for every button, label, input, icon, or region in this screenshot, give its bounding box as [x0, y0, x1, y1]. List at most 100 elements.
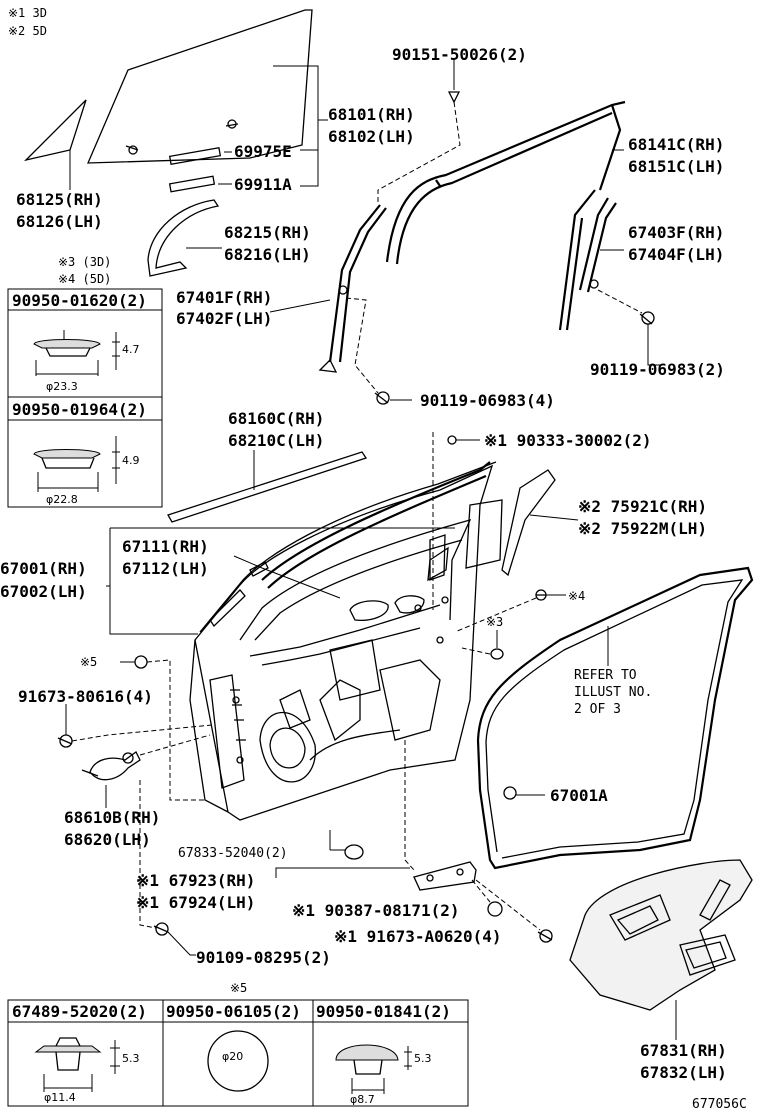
label-67401f: 67401F(RH): [176, 288, 272, 307]
refer-line-2: ILLUST NO.: [574, 685, 652, 700]
leader-bolt-rear: [597, 289, 643, 314]
label-90151: 90151-50026(2): [392, 45, 527, 64]
label-68160c: 68160C(RH): [228, 409, 324, 428]
label-68151c: 68151C(LH): [628, 157, 724, 176]
label-67112: 67112(LH): [122, 559, 209, 578]
pillar-garnish-75921c: [501, 469, 556, 577]
label-67833: 67833-52040(2): [178, 846, 288, 861]
refer-line-3: 2 OF 3: [574, 702, 621, 717]
label-68141c: 68141C(RH): [628, 135, 724, 154]
hinge-67923: [413, 861, 477, 891]
label-67002: 67002(LH): [0, 582, 87, 601]
leader-bolt-front: [345, 297, 379, 394]
channel-bolt-hole-rear: [589, 279, 599, 289]
frame-pillar-inner: [429, 534, 446, 581]
inset-b2-dia: φ20: [222, 1050, 243, 1063]
note-4-5d: ※4 (5D): [58, 272, 111, 286]
washer-90387: [487, 901, 503, 917]
leader-clip-s4: [454, 597, 537, 633]
inset-clip1-height: 4.7: [122, 343, 140, 356]
front-lower-channel: [147, 199, 220, 277]
clip-90333: [447, 435, 457, 445]
inset-b1-dia: φ11.4: [44, 1091, 76, 1104]
leader-67001: [109, 527, 455, 635]
rear-division-bar-67403f: [578, 197, 617, 293]
label-67001a: 67001A: [550, 786, 608, 805]
label-90387: ※1 90387-08171(2): [292, 901, 460, 920]
front-door-panel: [189, 461, 497, 821]
label-67831: 67831(RH): [640, 1041, 727, 1060]
inset-clip-90950-01620: [7, 288, 163, 398]
service-hole-cover: [569, 859, 753, 1011]
label-69911a: 69911A: [234, 175, 292, 194]
leader-90151: [377, 101, 461, 205]
inset-clip2-title: 90950-01964(2): [12, 400, 147, 419]
label-91673-80616: 91673-80616(4): [18, 687, 153, 706]
rear-run-channel: [558, 189, 596, 331]
clip-s3: [490, 648, 504, 660]
leader-75921c: [529, 514, 579, 521]
leader-bolt-90109: [139, 780, 157, 929]
label-68210c: 68210C(LH): [228, 431, 324, 450]
note-3d: ※1 3D: [8, 6, 47, 20]
inset-b3-title: 90950-01841(2): [316, 1002, 451, 1021]
inset-bottom-row: [7, 999, 469, 1107]
label-68620: 68620(LH): [64, 830, 151, 849]
bolt-90109: [153, 922, 169, 936]
inset-clip1-dia: φ23.3: [46, 380, 78, 393]
frame-end-piece: [209, 589, 246, 628]
illustration-code: 677056C: [692, 1097, 747, 1112]
label-s3: ※3: [486, 615, 503, 629]
inset-b3-height: 5.3: [414, 1052, 432, 1065]
label-68215: 68215(RH): [224, 223, 311, 242]
channel-bolt-hole: [338, 285, 348, 295]
label-68102: 68102(LH): [328, 127, 415, 146]
inset-clip-90950-01964: [7, 396, 163, 508]
hinge-hole-2: [456, 868, 464, 876]
leader-clip-s5: [146, 659, 205, 801]
leader-68101: [273, 65, 328, 187]
label-67924: ※1 67924(LH): [136, 893, 255, 912]
leader-clip-s3-dash: [461, 647, 491, 655]
label-90333: ※1 90333-30002(2): [484, 431, 652, 450]
belt-moulding-68160c: [167, 451, 368, 523]
inset-b1-title: 67489-52020(2): [12, 1002, 147, 1021]
note-5d: ※2 5D: [8, 24, 47, 38]
leader-90387: [471, 879, 491, 903]
glass-channel-69975e: [168, 146, 222, 166]
channel-bracket: [318, 358, 338, 373]
leader-67401f: [269, 299, 331, 313]
label-69975e: 69975E: [234, 142, 292, 161]
label-67404f: 67404F(LH): [628, 245, 724, 264]
label-68125: 68125(RH): [16, 190, 103, 209]
leader-67923: [275, 867, 410, 878]
leader-channels: [218, 151, 232, 185]
label-67402f: 67402F(LH): [176, 309, 272, 328]
bolt-90119-rear: [639, 311, 655, 325]
frame-pillar: [465, 499, 503, 569]
frame-clip: [249, 561, 269, 577]
label-67923: ※1 67923(RH): [136, 871, 255, 890]
leader-hinge-dash: [404, 740, 415, 871]
glass-run-channel: [385, 100, 626, 265]
bolt-91673-a0620: [537, 929, 553, 943]
clip-s4: [535, 589, 547, 601]
leader-bolt-a0620: [475, 879, 541, 931]
front-run-channel-67401f: [328, 204, 387, 363]
clip-s5: [134, 655, 148, 669]
inset-b3-dia: φ8.7: [350, 1093, 375, 1106]
label-75921c: ※2 75921C(RH): [578, 497, 707, 516]
leader-bolt-91673: [71, 724, 213, 742]
frame-moulding-67111: [261, 461, 491, 589]
label-90119b: 90119-06983(4): [420, 391, 555, 410]
hole-plug-67833: [344, 844, 364, 860]
inset-clip2-height: 4.9: [122, 454, 140, 467]
door-glass: [86, 9, 313, 164]
quarter-glass: [23, 99, 87, 162]
leader-90119a: [647, 324, 660, 366]
door-weatherstrip: [476, 566, 754, 870]
label-68610b: 68610B(RH): [64, 808, 160, 827]
weatherstrip-inner: [485, 579, 744, 859]
label-75922m: ※2 75922M(LH): [578, 519, 707, 538]
